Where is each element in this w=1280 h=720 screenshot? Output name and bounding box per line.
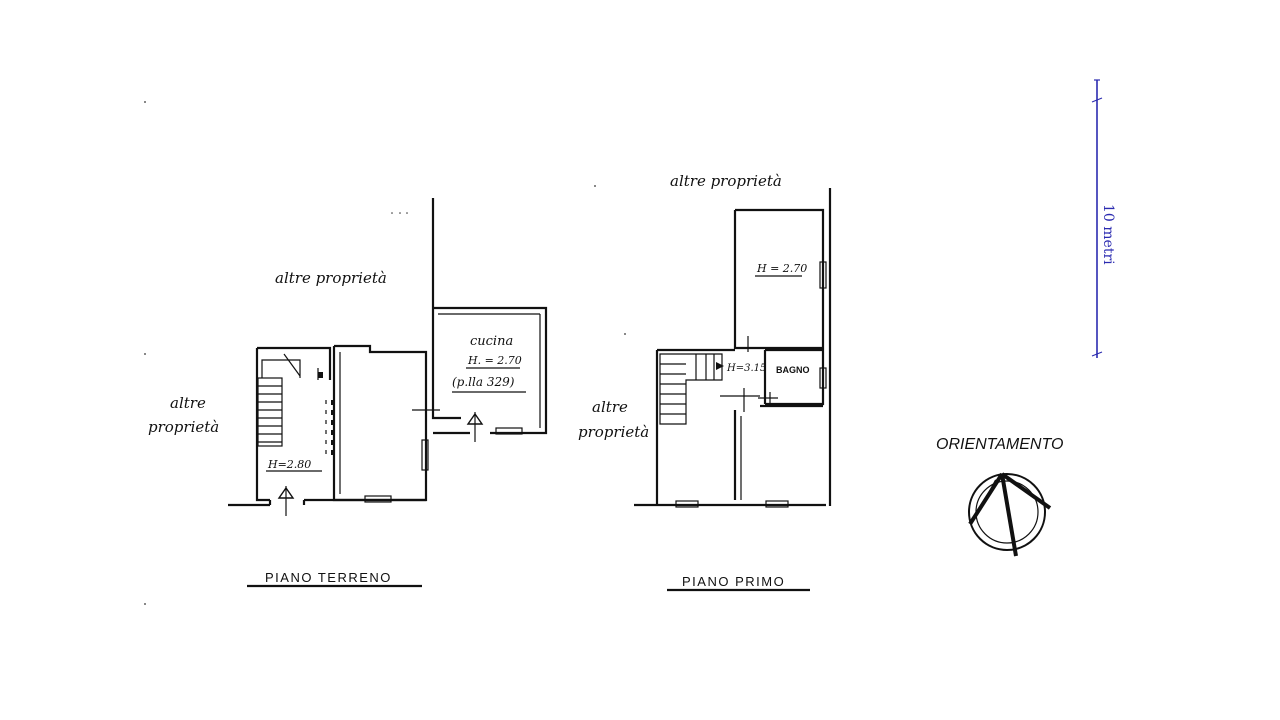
kitchen-parcel: (p.lla 329) [452, 375, 515, 389]
other-property-label: proprietà [148, 418, 219, 436]
first-floor-plan: altre proprietà altre proprietà H = 2.70… [578, 172, 832, 592]
room-height: H = 2.70 [756, 262, 807, 275]
north-arrow-compass-icon [968, 472, 1052, 557]
other-property-label: altre proprietà [275, 269, 387, 287]
kitchen-height: H. = 2.70 [467, 354, 522, 367]
entrance-arrow-icon [277, 486, 295, 516]
kitchen-entrance-arrow-icon [466, 412, 484, 442]
orientation-block: ORIENTAMENTO [936, 436, 1063, 557]
ground-floor-title: PIANO TERRENO [265, 570, 392, 585]
other-property-label: altre [170, 394, 206, 412]
room-height: H=2.80 [267, 458, 311, 471]
first-floor-title: PIANO PRIMO [682, 574, 785, 589]
scale-bar: 10 metri [1091, 79, 1116, 358]
orientation-label: ORIENTAMENTO [936, 436, 1063, 453]
ground-floor-plan: altre proprietà altre proprietà cucina H… [148, 198, 548, 588]
kitchen-label: cucina [470, 334, 513, 349]
landing-height: H=3.15 [726, 363, 766, 374]
other-property-label: altre [592, 398, 628, 416]
other-property-label: proprietà [578, 423, 649, 441]
other-property-label: altre proprietà [670, 172, 782, 190]
bathroom-label: BAGNO [776, 365, 810, 375]
scale-bar-label: 10 metri [1100, 204, 1116, 265]
